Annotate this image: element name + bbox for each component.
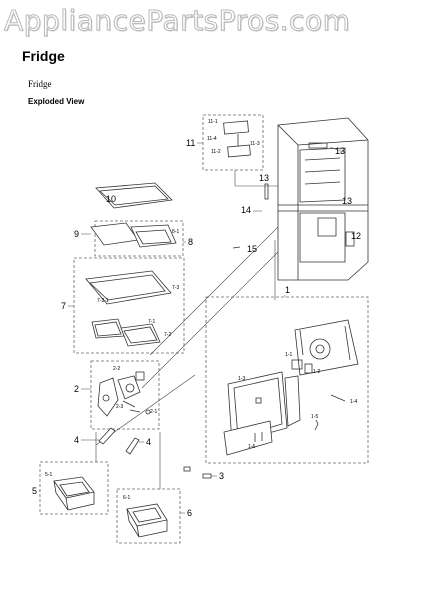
label-2-3: 2-3: [116, 404, 123, 410]
label-7-1: 7-1: [148, 319, 155, 325]
label-2-1: 2-1: [150, 409, 157, 415]
label-6-1: 6-1: [123, 495, 130, 501]
label-1: 1: [285, 285, 290, 295]
label-11: 11: [186, 138, 195, 148]
label-1-2: 1-2: [313, 369, 320, 375]
group-box-11: [202, 114, 264, 171]
label-7-3: 7-3: [172, 285, 179, 291]
label-8: 8: [188, 237, 193, 247]
label-8-1: 8-1: [172, 229, 179, 235]
label-11-4: 11-4: [207, 136, 217, 142]
label-14: 14: [241, 205, 251, 215]
label-11-2: 11-2: [211, 149, 221, 155]
label-12: 12: [351, 231, 361, 241]
part-4-handle-left: [98, 427, 116, 445]
group-box-6: [116, 488, 181, 544]
label-1-1: 1-1: [285, 352, 292, 358]
label-5-1: 5-1: [45, 472, 52, 478]
label-2-2: 2-2: [113, 366, 120, 372]
part-1-3-dispenser-panel: [227, 371, 288, 444]
group-box-8: [94, 220, 184, 257]
page-title: Fridge: [22, 48, 65, 64]
label-3: 3: [219, 471, 224, 481]
label-9: 9: [74, 229, 79, 239]
part-11-1: [223, 120, 249, 135]
group-box-2: [90, 360, 160, 430]
part-7-shelf: [85, 270, 172, 305]
group-box-7: [73, 257, 185, 354]
label-5: 5: [32, 486, 37, 496]
label-15: 15: [247, 244, 257, 254]
part-2-housing: [97, 377, 119, 417]
label-10: 10: [106, 194, 116, 204]
label-1-3: 1-3: [238, 376, 245, 382]
view-label: Exploded View: [28, 97, 85, 106]
page-subtitle: Fridge: [28, 79, 52, 89]
refrigerator-cabinet: [264, 117, 369, 281]
label-7: 7: [61, 301, 66, 311]
label-13-left: 13: [259, 173, 269, 183]
part-8-tray: [130, 224, 177, 248]
part-3-clip: [202, 473, 212, 479]
label-11-3: 11-3: [250, 141, 260, 147]
part-6-drawer: [126, 503, 168, 527]
part-1-6-dispenser-plate: [223, 420, 273, 456]
group-box-1: [205, 296, 369, 464]
label-2: 2: [74, 384, 79, 394]
watermark-logo: AppliancePartsPros.com: [4, 4, 351, 38]
label-11-1: 11-1: [208, 119, 218, 125]
part-9-glass: [90, 222, 139, 246]
label-6: 6: [187, 508, 192, 518]
label-7-3-1: 7-3-1: [97, 298, 109, 304]
label-4-left: 4: [74, 435, 79, 445]
label-13-right: 13: [342, 196, 352, 206]
part-4-handle-right: [125, 437, 140, 455]
label-4-right: 4: [146, 437, 151, 447]
label-1-4: 1-4: [350, 399, 357, 405]
label-1-6: 1-6: [248, 444, 255, 450]
label-1-5: 1-5: [311, 414, 318, 420]
label-7-2: 7-2: [164, 332, 171, 338]
